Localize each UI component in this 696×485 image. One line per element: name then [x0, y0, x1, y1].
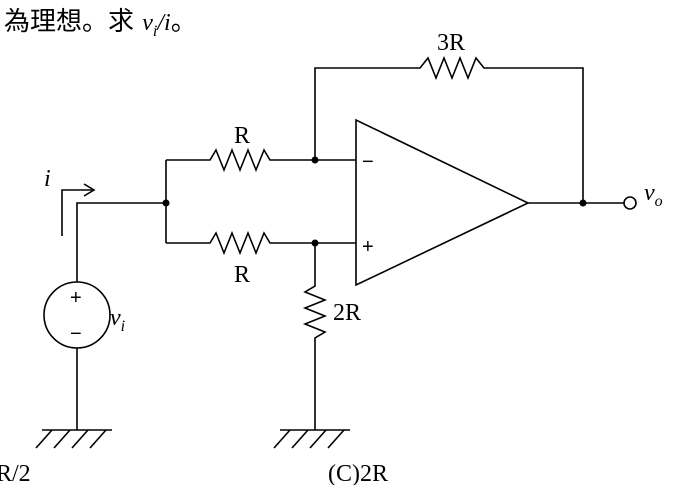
- resistor-r-top-label: R: [234, 123, 250, 149]
- op-amp-plus-sign: +: [362, 236, 374, 258]
- op-amp-minus-sign: −: [362, 151, 374, 173]
- resistor-r-bottom-label: R: [234, 262, 250, 288]
- option-left-partial: R/2: [0, 461, 31, 485]
- voltage-source-label: vi: [110, 305, 125, 335]
- junction-node-output: [579, 199, 587, 207]
- option-c: (C)2R: [328, 461, 388, 485]
- op-amp: [355, 118, 530, 287]
- output-terminal: [623, 196, 637, 210]
- resistor-r-bottom: [166, 230, 356, 256]
- current-label: i: [44, 166, 51, 192]
- output-label: vo: [644, 180, 663, 210]
- junction-node-input: [162, 199, 170, 207]
- current-arrow-head: [83, 183, 96, 197]
- resistor-2r: [302, 243, 328, 430]
- voltage-source-plus: +: [70, 287, 82, 309]
- voltage-source-minus: −: [70, 323, 82, 345]
- feedback-wire: [314, 55, 584, 203]
- resistor-r-top: [166, 147, 356, 173]
- resistor-3r-label: 3R: [437, 30, 465, 56]
- junction-node-inverting: [311, 156, 319, 164]
- ground-symbol-right: [273, 429, 350, 449]
- resistor-2r-label: 2R: [333, 300, 361, 326]
- ground-symbol-left: [35, 429, 112, 449]
- current-arrow: [61, 189, 92, 236]
- question-text: 為理想。求 vi/i。: [4, 7, 197, 40]
- input-wire: [76, 202, 166, 282]
